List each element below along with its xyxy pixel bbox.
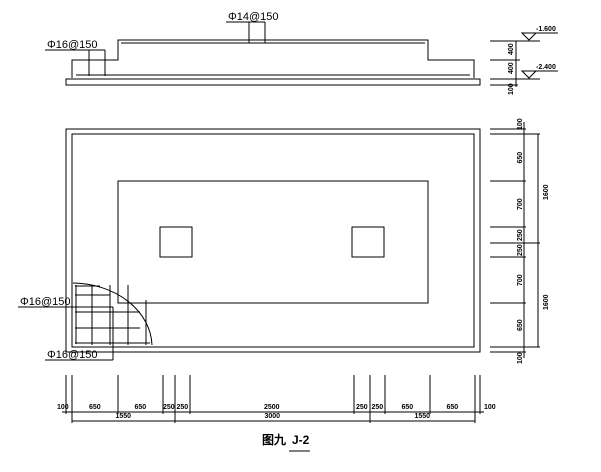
elevation-2: -2.400 (536, 64, 556, 71)
figure-number: 图九 (262, 432, 286, 447)
base-slab (65, 78, 481, 86)
bottom-dim-label: 650 (135, 404, 147, 411)
bottom-total-label: 1550 (116, 413, 132, 420)
right-total-label: 1600 (543, 184, 550, 200)
elevation-1: -1.600 (536, 26, 556, 33)
right-dim-label: 100 (517, 352, 524, 364)
bottom-dim-label: 2500 (264, 404, 280, 411)
footing-outline (71, 39, 475, 78)
outer-slab (65, 128, 481, 353)
right-dim-label: 250 (517, 244, 524, 256)
section-view: Φ14@150 Φ16@150 -1.600 -2.400 400 400 10… (45, 11, 558, 95)
elevation-marker-icon (520, 70, 540, 80)
right-dim-label: 650 (517, 319, 524, 331)
right-total-label: 1600 (543, 294, 550, 310)
plan-view: Φ16@150 Φ16@150 100650700250250700650100… (18, 118, 550, 423)
right-dim-label: 700 (517, 274, 524, 286)
elevation-marker-icon (520, 32, 540, 42)
right-dim-label: 250 (517, 229, 524, 241)
column-right (351, 226, 385, 258)
right-dimensions: 100 650 700 250 250 700 650 100 1600 1600 (490, 118, 550, 364)
bottom-dim-label: 100 (484, 404, 496, 411)
plan-rebar-label-2: Φ16@150 (47, 349, 98, 361)
height-dim: 400 (508, 62, 515, 74)
rebar-grid (75, 285, 150, 345)
bottom-dim-label: 250 (356, 404, 368, 411)
bottom-dim-label: 250 (177, 404, 189, 411)
bottom-total-label: 1550 (415, 413, 431, 420)
column-left (159, 226, 193, 258)
plan-rebar-label-1: Φ16@150 (20, 296, 71, 308)
bottom-dim-label: 100 (57, 404, 69, 411)
bottom-total-label: 3000 (265, 413, 281, 420)
pedestal (117, 180, 429, 304)
bottom-dim-label: 650 (447, 404, 459, 411)
bottom-dim-label: 250 (163, 404, 175, 411)
right-dim-label: 100 (517, 118, 524, 130)
top-rebar-label: Φ14@150 (228, 11, 279, 23)
height-dim: 100 (508, 83, 515, 95)
drawing-name: J-2 (292, 433, 310, 447)
right-dim-label: 700 (517, 198, 524, 210)
height-dim: 400 (508, 43, 515, 55)
right-dim-label: 650 (517, 152, 524, 164)
bottom-dim-label: 250 (372, 404, 384, 411)
bottom-rebar-label: Φ16@150 (47, 39, 98, 51)
footing-edge (71, 133, 475, 348)
bottom-dim-label: 650 (89, 404, 101, 411)
bottom-dim-label: 650 (402, 404, 414, 411)
